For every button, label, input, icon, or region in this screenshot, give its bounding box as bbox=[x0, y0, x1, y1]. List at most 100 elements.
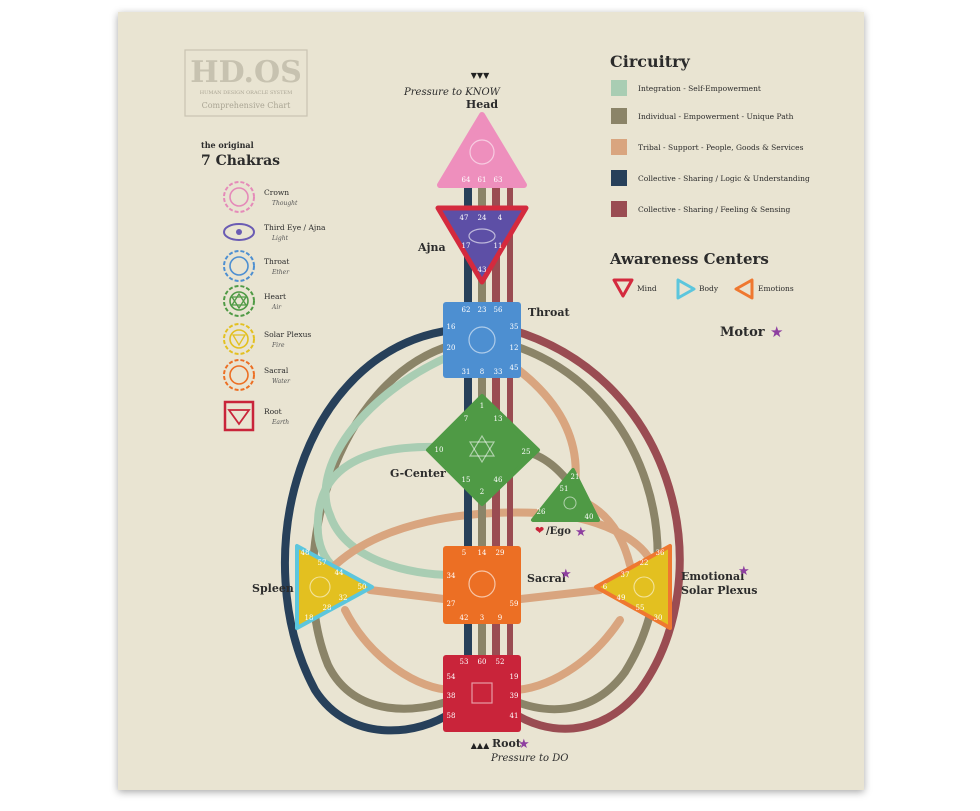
chakra-element: Earth bbox=[271, 419, 289, 426]
channel-tribal-throat-ego bbox=[508, 361, 580, 489]
gate-18: 18 bbox=[305, 614, 314, 622]
root-label: Root bbox=[492, 737, 522, 750]
heart-hexagram-icon bbox=[468, 434, 496, 457]
chakra-name: Solar Plexus bbox=[264, 330, 311, 339]
solar-plexus-lotus-icon bbox=[633, 576, 655, 598]
chakra-name: Heart bbox=[264, 292, 286, 301]
awareness-title: Awareness Centers bbox=[609, 250, 769, 268]
root-chakra-icon bbox=[223, 400, 255, 432]
emotions-triangle-icon bbox=[734, 278, 754, 300]
gate-40: 40 bbox=[585, 513, 594, 521]
gate-57: 57 bbox=[318, 559, 327, 567]
gate-21: 21 bbox=[571, 473, 580, 481]
gate-59: 59 bbox=[510, 600, 519, 608]
gate-35: 35 bbox=[510, 323, 519, 331]
channel-sacral-solar bbox=[508, 586, 604, 604]
chakra-element: Air bbox=[271, 304, 282, 311]
gate-60: 60 bbox=[478, 658, 487, 666]
logo-title: HD.OS bbox=[190, 55, 302, 90]
channel-tribal-solar-root bbox=[508, 616, 624, 694]
head-center[interactable]: 64 61 63 bbox=[437, 112, 527, 188]
sacral-center[interactable]: 5 14 29 34 27 59 42 3 9 bbox=[443, 546, 521, 624]
heart-hexagram-icon-b bbox=[468, 441, 496, 464]
gate-11: 11 bbox=[494, 242, 503, 250]
gate-51: 51 bbox=[560, 485, 569, 493]
gate-25: 25 bbox=[522, 448, 531, 456]
gate-53: 53 bbox=[460, 658, 469, 666]
circuitry-swatch bbox=[611, 139, 627, 155]
gate-44: 44 bbox=[335, 569, 344, 577]
gate-23: 23 bbox=[478, 306, 487, 314]
circuitry-label: Integration - Self-Empowerment bbox=[638, 84, 761, 93]
head-label: Head bbox=[466, 98, 499, 111]
solar-motor-star-icon: ★ bbox=[738, 564, 750, 579]
awareness-legend: Awareness Centers Mind Body Emotions bbox=[609, 250, 794, 300]
solar-plexus-chakra-icon bbox=[223, 323, 255, 355]
heart-chakra-icon bbox=[223, 285, 255, 317]
crown-lotus-icon bbox=[469, 139, 495, 165]
chakra-title: 7 Chakras bbox=[201, 153, 280, 169]
gate-58: 58 bbox=[447, 712, 456, 720]
gate-9: 9 bbox=[498, 614, 502, 622]
spleen-center[interactable]: 48 57 44 50 32 28 18 bbox=[295, 544, 374, 630]
gate-50: 50 bbox=[358, 583, 367, 591]
gate-14: 14 bbox=[478, 549, 487, 557]
chakra-name: Root bbox=[264, 407, 282, 416]
arrows-down-icon: ▼▼▼ bbox=[471, 71, 490, 80]
mind-triangle-icon bbox=[612, 278, 634, 298]
solar-plexus-center[interactable]: 36 22 37 6 49 55 30 bbox=[594, 544, 672, 630]
logo-tagline: Comprehensive Chart bbox=[202, 101, 292, 110]
gate-64: 64 bbox=[462, 176, 471, 184]
throat-center[interactable]: 62 23 56 16 35 20 12 31 8 33 45 bbox=[443, 302, 521, 378]
gate-56: 56 bbox=[494, 306, 503, 314]
pressure-top: Pressure to KNOW bbox=[403, 87, 501, 98]
solar-plexus-label-2: Solar Plexus bbox=[681, 584, 757, 597]
gate-3: 3 bbox=[480, 614, 484, 622]
circuitry-label: Individual - Empowerment - Unique Path bbox=[638, 112, 794, 121]
gate-63: 63 bbox=[494, 176, 503, 184]
ajna-center[interactable]: 47 24 4 17 11 43 bbox=[435, 205, 529, 285]
motor-label: Motor bbox=[720, 325, 765, 340]
circuitry-item: Collective - Sharing / Logic & Understan… bbox=[611, 170, 810, 186]
circuitry-label: Collective - Sharing / Logic & Understan… bbox=[638, 174, 810, 183]
channel-integration-g bbox=[313, 442, 444, 572]
gate-16: 16 bbox=[447, 323, 456, 331]
gate-32: 32 bbox=[339, 594, 348, 602]
third-eye-icon bbox=[468, 228, 496, 244]
gate-13: 13 bbox=[494, 415, 503, 423]
gate-27: 27 bbox=[447, 600, 456, 608]
logo-subtitle: HUMAN DESIGN ORACLE SYSTEM bbox=[200, 90, 292, 96]
gate-36: 36 bbox=[656, 549, 665, 557]
gate-45: 45 bbox=[510, 364, 519, 372]
gate-30: 30 bbox=[654, 614, 663, 622]
channel-integration bbox=[321, 351, 456, 579]
root-motor-star-icon: ★ bbox=[518, 737, 530, 752]
spleen-label: Spleen bbox=[252, 582, 294, 595]
sacral-label: Sacral bbox=[527, 572, 566, 585]
sacral-chakra-icon bbox=[223, 359, 255, 391]
ego-motor-star-icon: ★ bbox=[575, 525, 587, 540]
ego-center[interactable]: 21 51 26 40 bbox=[531, 468, 600, 522]
root-center[interactable]: 53 60 52 54 19 38 39 58 41 bbox=[443, 655, 521, 732]
chakra-legend: the original 7 Chakras CrownThoughtThird… bbox=[201, 140, 326, 432]
third-eye-icon bbox=[223, 223, 255, 241]
gate-43: 43 bbox=[478, 266, 487, 274]
circuitry-legend: Circuitry Integration - Self-Empowerment… bbox=[610, 52, 810, 217]
g-center-label: G-Center bbox=[390, 467, 446, 480]
sacral-lotus-icon bbox=[468, 570, 496, 598]
crown-icon bbox=[223, 181, 255, 213]
chakra-name: Sacral bbox=[264, 366, 289, 375]
circuitry-swatch bbox=[611, 201, 627, 217]
throat-label: Throat bbox=[528, 306, 570, 319]
awareness-emotions-label: Emotions bbox=[758, 284, 794, 293]
gate-26: 26 bbox=[537, 508, 546, 516]
gate-49: 49 bbox=[617, 594, 626, 602]
g-center[interactable]: 1 7 13 10 25 15 46 2 bbox=[426, 394, 540, 506]
body-triangle-icon bbox=[676, 278, 696, 300]
